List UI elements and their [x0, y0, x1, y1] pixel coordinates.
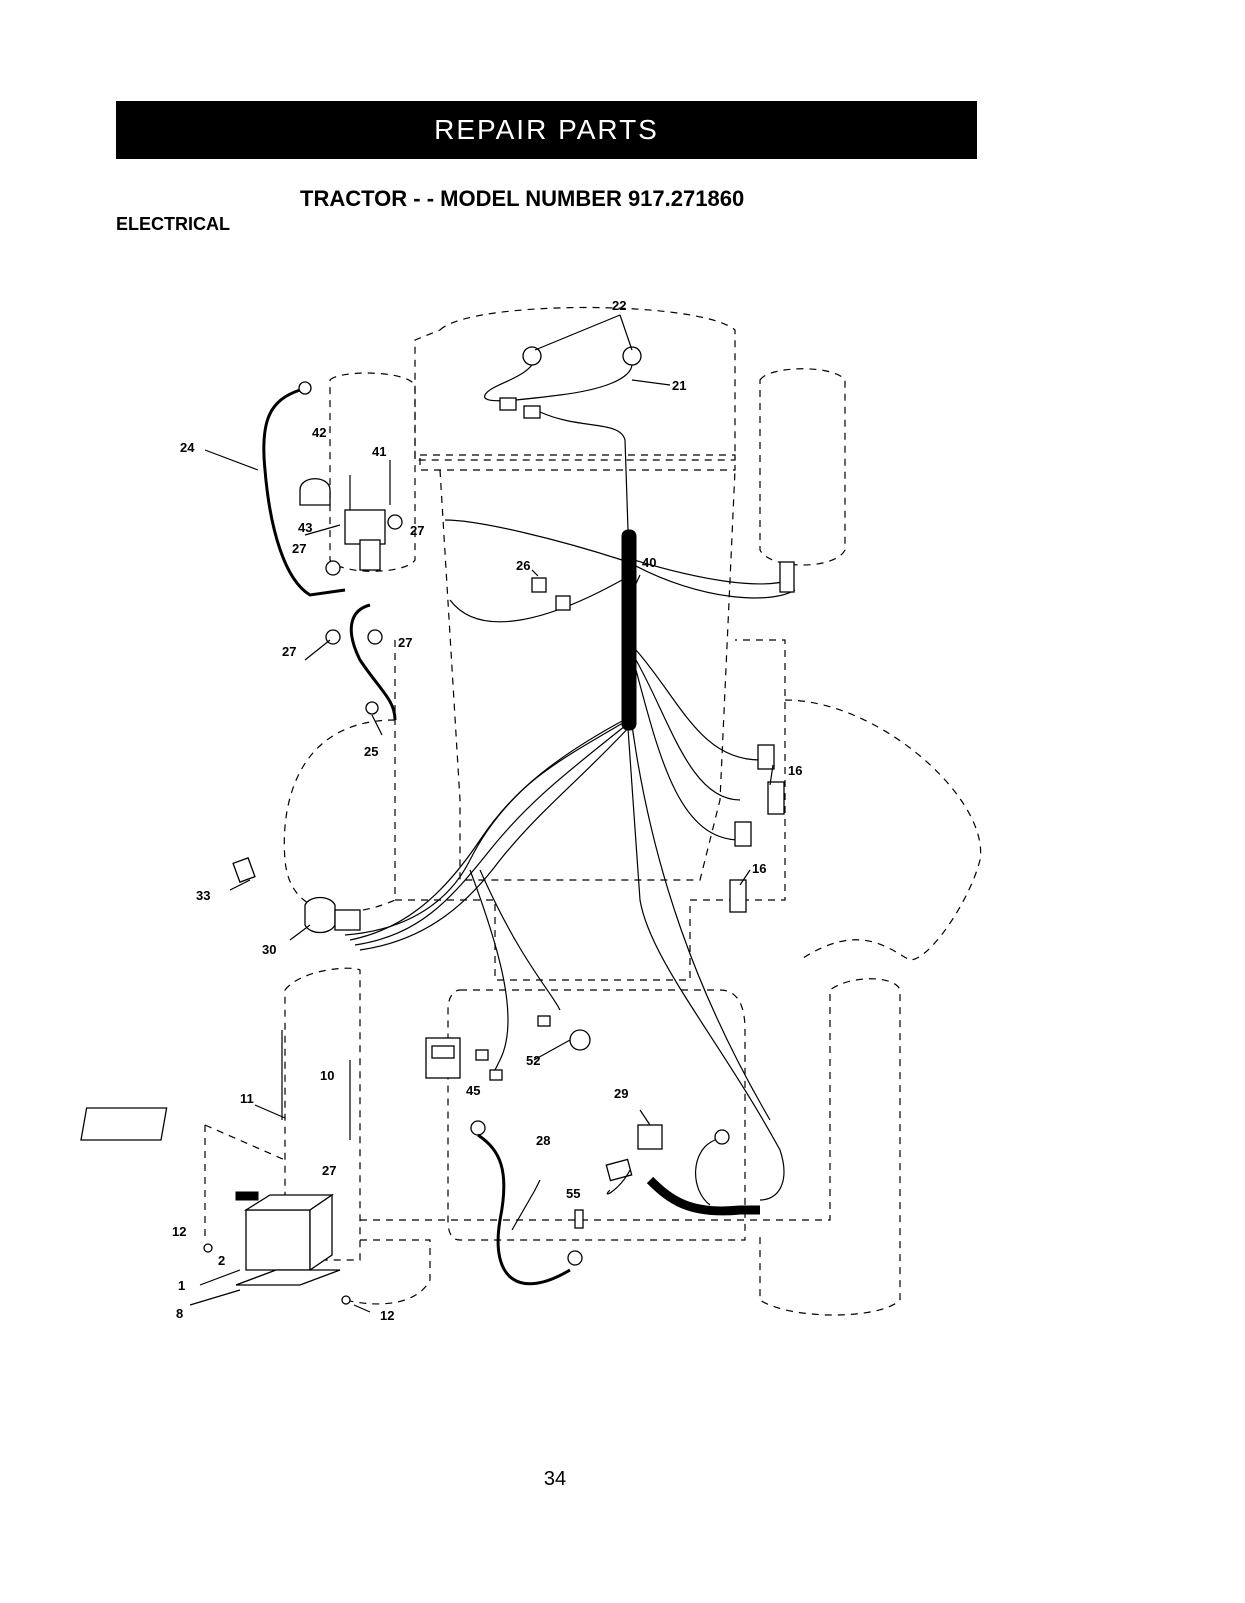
page-number: 34	[0, 1468, 1110, 1491]
connector-16a-plug	[758, 745, 774, 769]
connectors	[532, 562, 794, 912]
hood-outline	[415, 308, 735, 461]
nut-27a	[326, 561, 340, 575]
callout-27-b: 27	[410, 523, 424, 538]
callout-12-a: 12	[172, 1224, 186, 1239]
switch-16a	[768, 782, 784, 814]
ignition-connector	[335, 910, 360, 930]
rear-components	[471, 1121, 760, 1284]
callout-26: 26	[516, 558, 530, 573]
callout-30: 30	[262, 942, 276, 957]
nut-27b	[388, 515, 402, 529]
solenoid-boot	[300, 479, 330, 505]
rear-right-wheel	[360, 979, 900, 1315]
frame-outline	[440, 470, 735, 880]
seat-outline	[448, 990, 745, 1240]
callout-16-a: 16	[788, 763, 802, 778]
callout-2: 2	[218, 1253, 225, 1268]
callout-21: 21	[672, 378, 686, 393]
callout-27-a: 27	[292, 541, 306, 556]
connector-26b	[556, 596, 570, 610]
ignition-switch	[305, 898, 335, 933]
callout-40: 40	[642, 555, 656, 570]
headlight-assembly	[485, 315, 670, 530]
callout-29: 29	[614, 1086, 628, 1101]
battery-assembly	[81, 1030, 350, 1304]
battery-bolt	[236, 1192, 258, 1200]
callout-27-e: 27	[322, 1163, 336, 1178]
connector-26a	[532, 578, 546, 592]
callout-12-b: 12	[380, 1308, 394, 1323]
right-deck-outline	[785, 700, 981, 960]
front-right-wheel	[760, 369, 845, 565]
right-connector	[780, 562, 794, 592]
callout-25: 25	[364, 744, 378, 759]
headlight-harness	[485, 365, 632, 401]
callout-55: 55	[566, 1186, 580, 1201]
callout-16-b: 16	[752, 861, 766, 876]
bolt-55	[575, 1210, 583, 1228]
battery-holder	[81, 1108, 167, 1140]
headlight-connector-1	[500, 398, 516, 410]
callout-1: 1	[178, 1278, 185, 1293]
solenoid	[345, 510, 385, 544]
key-33	[233, 858, 255, 882]
callout-43: 43	[298, 520, 312, 535]
callout-8: 8	[176, 1306, 183, 1321]
seat-switch	[638, 1125, 662, 1149]
callout-27-d: 27	[398, 635, 412, 650]
leader-lines	[190, 450, 773, 1312]
callout-42: 42	[312, 425, 326, 440]
callout-41: 41	[372, 444, 386, 459]
rear-loom	[650, 1180, 760, 1211]
battery-tray	[236, 1270, 340, 1285]
switch-16b	[730, 880, 746, 912]
callout-45: 45	[466, 1083, 480, 1098]
ground-terminal	[471, 1121, 485, 1135]
battery-front	[246, 1210, 310, 1270]
nut-27d	[368, 630, 382, 644]
callout-52: 52	[526, 1053, 540, 1068]
switch-assembly	[233, 858, 360, 933]
callout-22: 22	[612, 298, 626, 313]
solenoid-assembly	[264, 382, 402, 720]
lamp-bulb	[570, 1030, 590, 1050]
headlight-connector-2	[524, 406, 540, 418]
callout-27-c: 27	[282, 644, 296, 659]
nut-12b	[342, 1296, 350, 1304]
grille-outline	[420, 455, 735, 470]
callout-24: 24	[180, 440, 195, 455]
headlight-left	[523, 347, 541, 365]
callout-33: 33	[196, 888, 210, 903]
solenoid-body	[360, 540, 380, 570]
callout-10: 10	[320, 1068, 334, 1083]
callout-28: 28	[536, 1133, 550, 1148]
callout-11: 11	[240, 1091, 254, 1106]
rear-left-wheel	[345, 1240, 430, 1304]
harness-loom	[622, 530, 636, 730]
nut-12a	[204, 1244, 212, 1252]
rear-connector	[606, 1159, 631, 1180]
callout-numbers: 22 21 24 42 41 43 27 27 27 27 27 26 40 2…	[172, 298, 802, 1323]
connector-16b-plug	[735, 822, 751, 846]
